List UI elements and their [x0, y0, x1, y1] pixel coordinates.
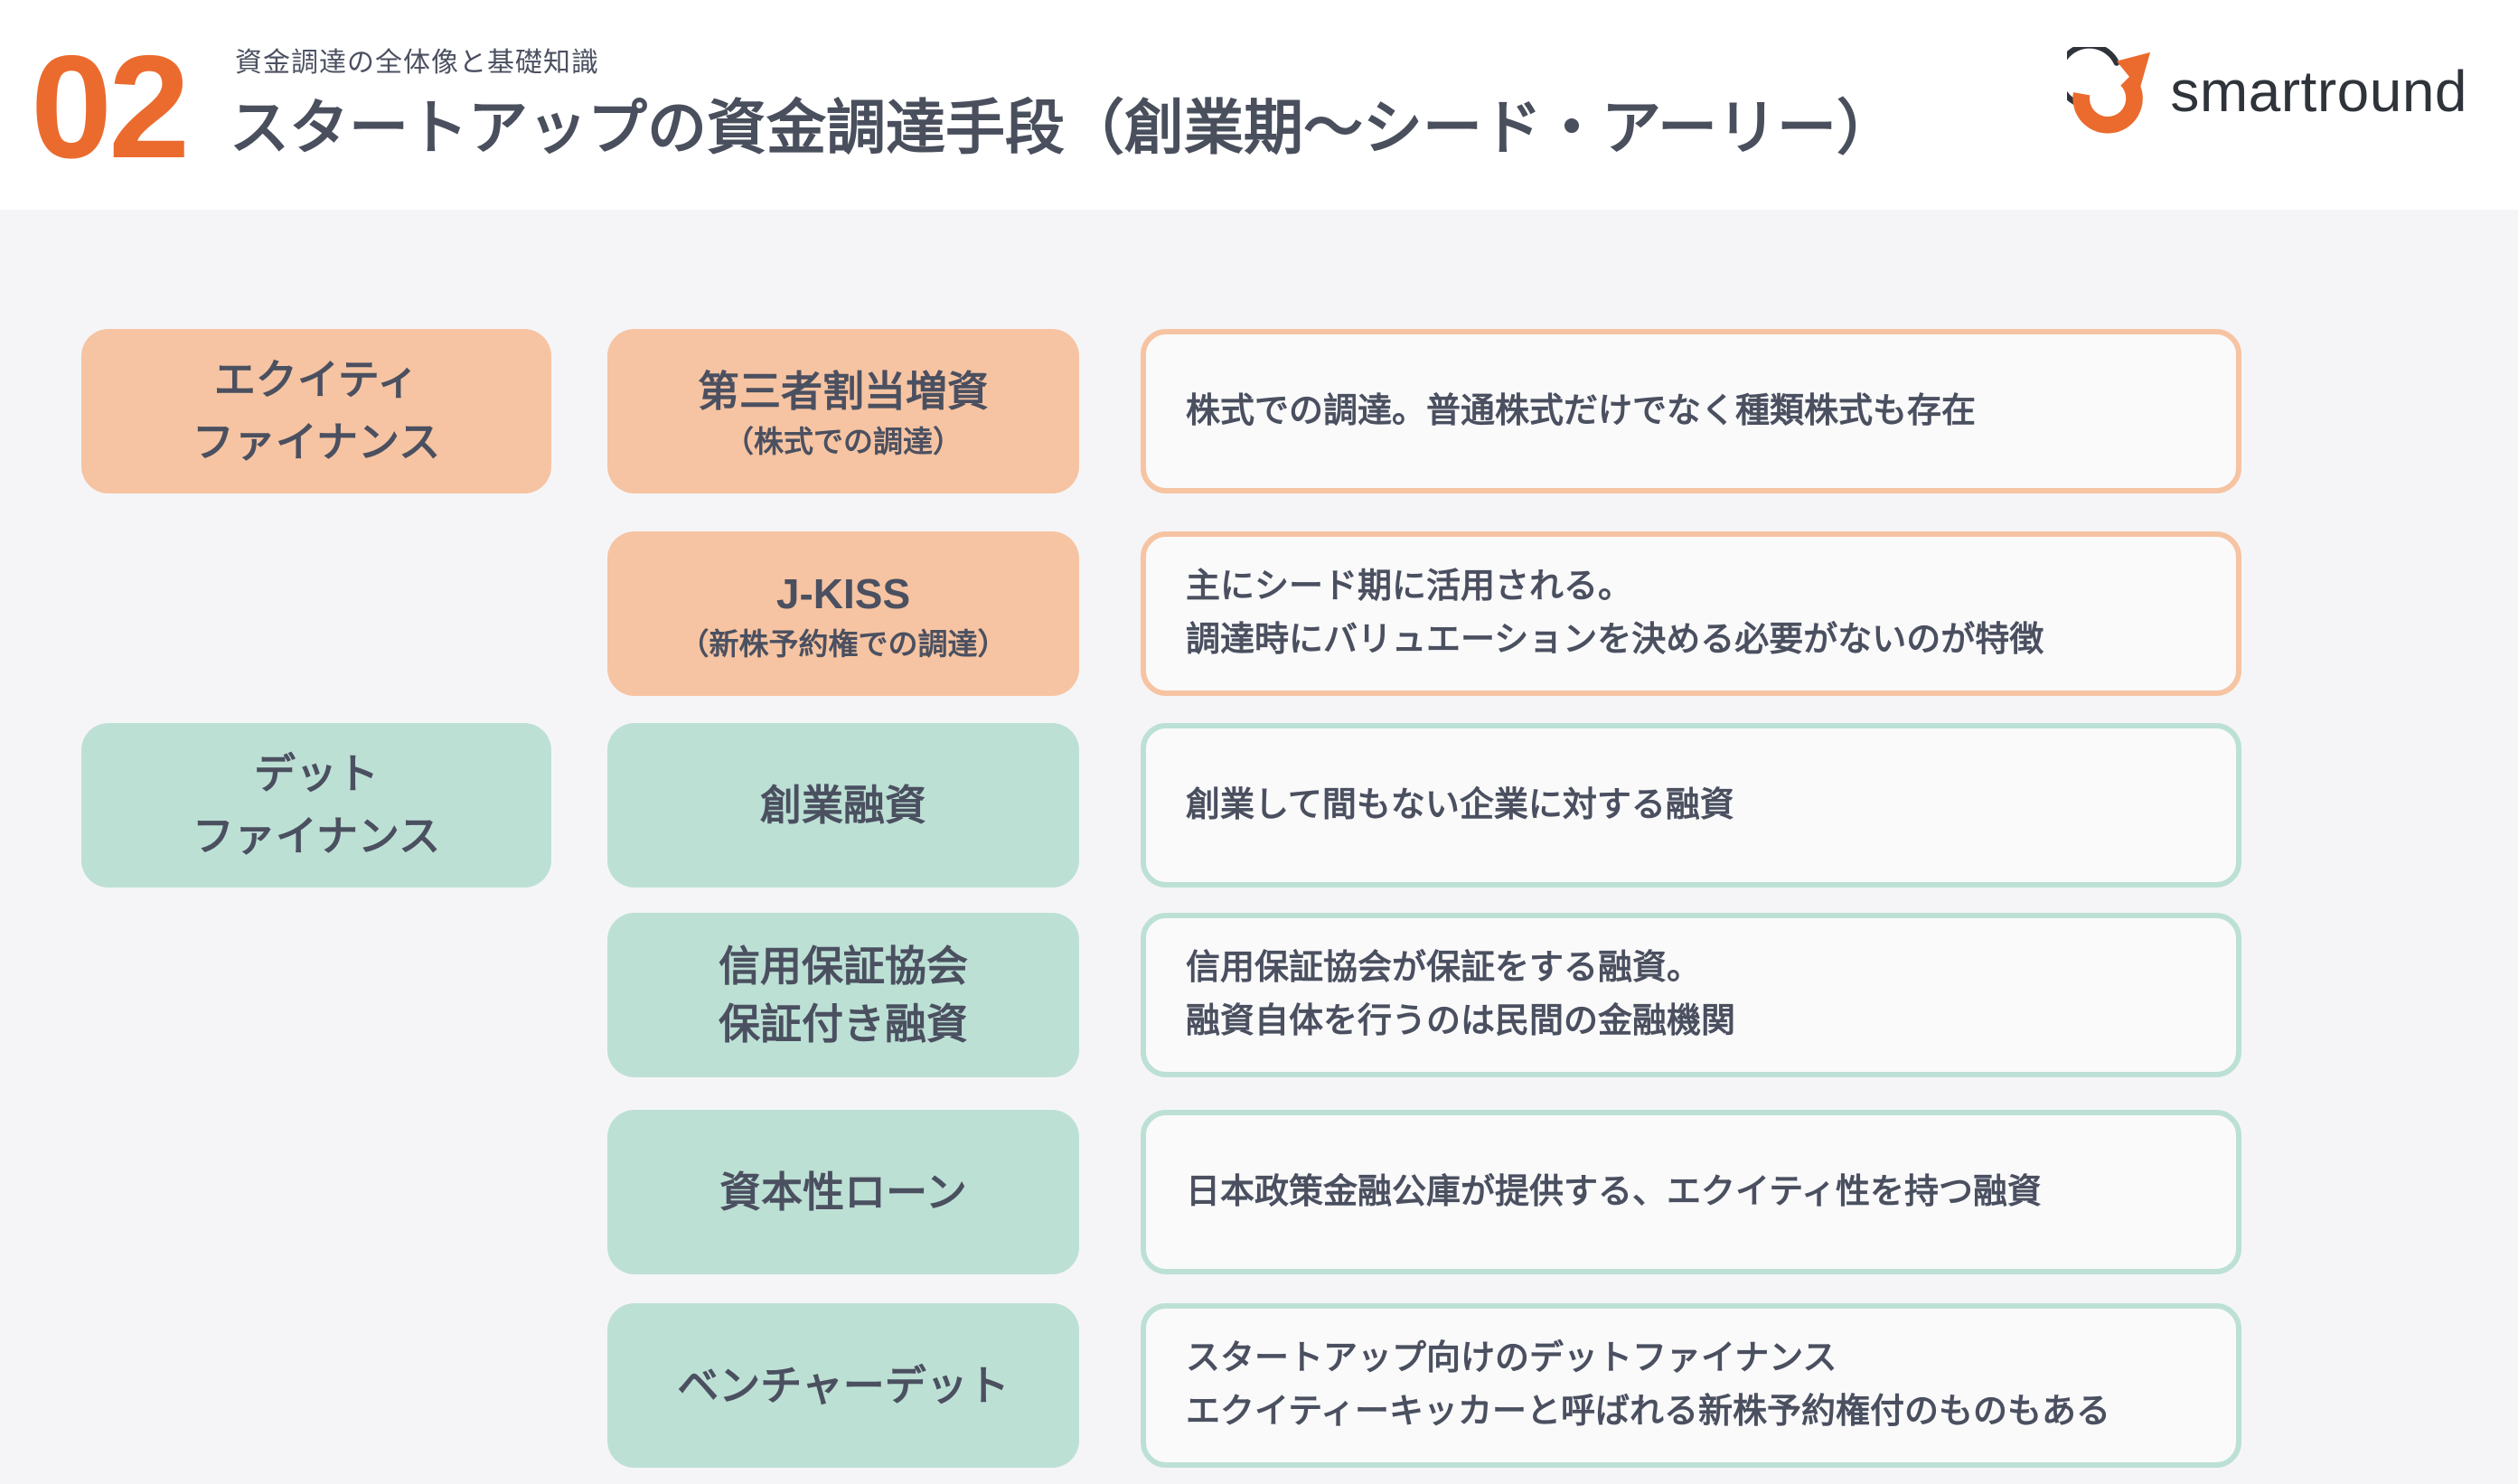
- method-title: ベンチャーデット: [677, 1361, 1010, 1409]
- section-number: 02: [31, 25, 190, 189]
- description-text: 株式での調達。普通株式だけでなく種類株式も存在: [1186, 391, 1977, 430]
- category-box-equity-finance: エクイティ ファイナンス: [81, 329, 551, 493]
- method-box-startup-loan: 創業融資: [607, 723, 1079, 888]
- method-title: 創業融資: [760, 781, 926, 829]
- method-title: 第三者割当増資: [698, 368, 989, 415]
- section-kicker: 資金調達の全体像と基礎知識: [235, 48, 599, 78]
- page-title: スタートアップの資金調達手段（創業期〜シード・アーリー）: [230, 94, 1897, 161]
- description-box-startup-loan: 創業して間もない企業に対する融資: [1141, 723, 2241, 888]
- smartround-logo-text: smartround: [2170, 59, 2467, 124]
- method-box-j-kiss: J-KISS （新株予約権での調達）: [607, 531, 1079, 696]
- description-text: 信用保証協会が保証をする融資。 融資自体を行うのは民間の金融機関: [1186, 949, 1736, 1040]
- description-box-third-party-allotment: 株式での調達。普通株式だけでなく種類株式も存在: [1141, 329, 2241, 493]
- category-label: エクイティ ファイナンス: [192, 356, 441, 465]
- method-subtitle: （新株予約権での調達）: [679, 627, 1008, 662]
- description-box-venture-debt: スタートアップ向けのデットファイナンス エクイティーキッカーと呼ばれる新株予約権…: [1141, 1303, 2241, 1468]
- method-box-third-party-allotment: 第三者割当増資 （株式での調達）: [607, 329, 1079, 493]
- method-title: J-KISS: [775, 570, 911, 617]
- method-title: 信用保証協会 保証付き融資: [719, 942, 968, 1047]
- description-box-j-kiss: 主にシード期に活用される。 調達時にバリュエーションを決める必要がないのが特徴: [1141, 531, 2241, 696]
- method-subtitle: （株式での調達）: [724, 425, 963, 459]
- category-box-debt-finance: デット ファイナンス: [81, 723, 551, 888]
- description-text: 創業して間もない企業に対する融資: [1186, 785, 1734, 824]
- description-box-capital-loan: 日本政策金融公庫が提供する、エクイティ性を持つ融資: [1141, 1110, 2241, 1274]
- slide-header: 02 資金調達の全体像と基礎知識 スタートアップの資金調達手段（創業期〜シード・…: [0, 0, 2518, 210]
- description-text: 日本政策金融公庫が提供する、エクイティ性を持つ融資: [1186, 1172, 2042, 1211]
- method-box-credit-guarantee-loan: 信用保証協会 保証付き融資: [607, 913, 1079, 1077]
- method-title: 資本性ローン: [719, 1168, 967, 1216]
- description-text: スタートアップ向けのデットファイナンス エクイティーキッカーと呼ばれる新株予約権…: [1186, 1339, 2110, 1431]
- method-box-venture-debt: ベンチャーデット: [607, 1303, 1079, 1468]
- smartround-logo: smartround: [2067, 47, 2467, 136]
- description-box-credit-guarantee-loan: 信用保証協会が保証をする融資。 融資自体を行うのは民間の金融機関: [1141, 913, 2241, 1077]
- method-box-capital-loan: 資本性ローン: [607, 1110, 1079, 1274]
- smartround-logo-icon: [2067, 47, 2151, 134]
- description-text: 主にシード期に活用される。 調達時にバリュエーションを決める必要がないのが特徴: [1186, 568, 2044, 659]
- category-label: デット ファイナンス: [192, 750, 441, 859]
